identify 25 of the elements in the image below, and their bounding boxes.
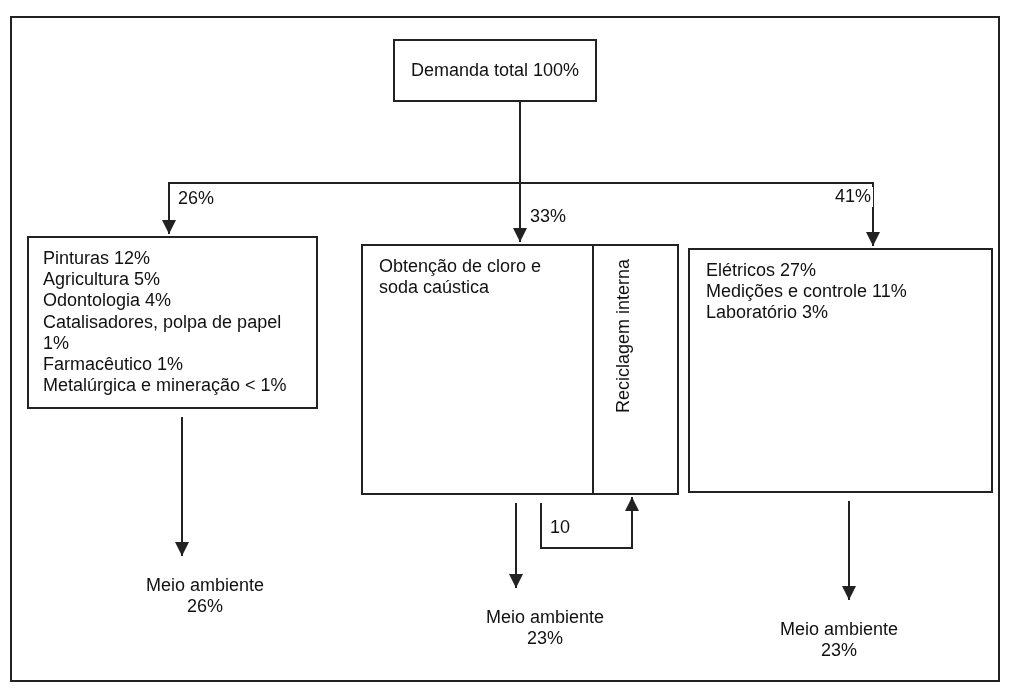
process-box — [361, 244, 677, 495]
node-text: Demanda total 100% — [410, 59, 580, 82]
node-text: Meio ambiente 23% — [484, 606, 606, 650]
node-text: Medições e controle 11% — [706, 281, 907, 303]
node-text: Odontologia 4% — [43, 290, 172, 312]
node-text: Obtenção de cloro e soda caústica — [379, 256, 543, 299]
node-text: Farmacêutico 1% — [43, 354, 184, 376]
arrow — [842, 500, 856, 601]
node-text: Catalisadores, polpa de papel 1% — [43, 311, 283, 355]
node-text: Pinturas 12% — [43, 248, 151, 270]
arrow — [540, 496, 639, 549]
node-text: Reciclagem interna — [613, 257, 634, 416]
arrow — [509, 502, 523, 589]
arrow — [175, 416, 189, 557]
process-box — [688, 248, 993, 493]
node-text: Elétricos 27% — [706, 260, 817, 282]
node-text: Agricultura 5% — [43, 269, 161, 291]
node-text: Laboratório 3% — [706, 302, 829, 324]
process-box — [393, 39, 597, 102]
process-box — [27, 236, 318, 409]
node-text: Meio ambiente 23% — [778, 618, 900, 662]
edge-label: 41% — [833, 187, 874, 207]
recycling-box — [592, 244, 679, 495]
node-text: Metalúrgica e mineração < 1% — [43, 375, 287, 397]
node-text: Meio ambiente 26% — [144, 574, 266, 618]
